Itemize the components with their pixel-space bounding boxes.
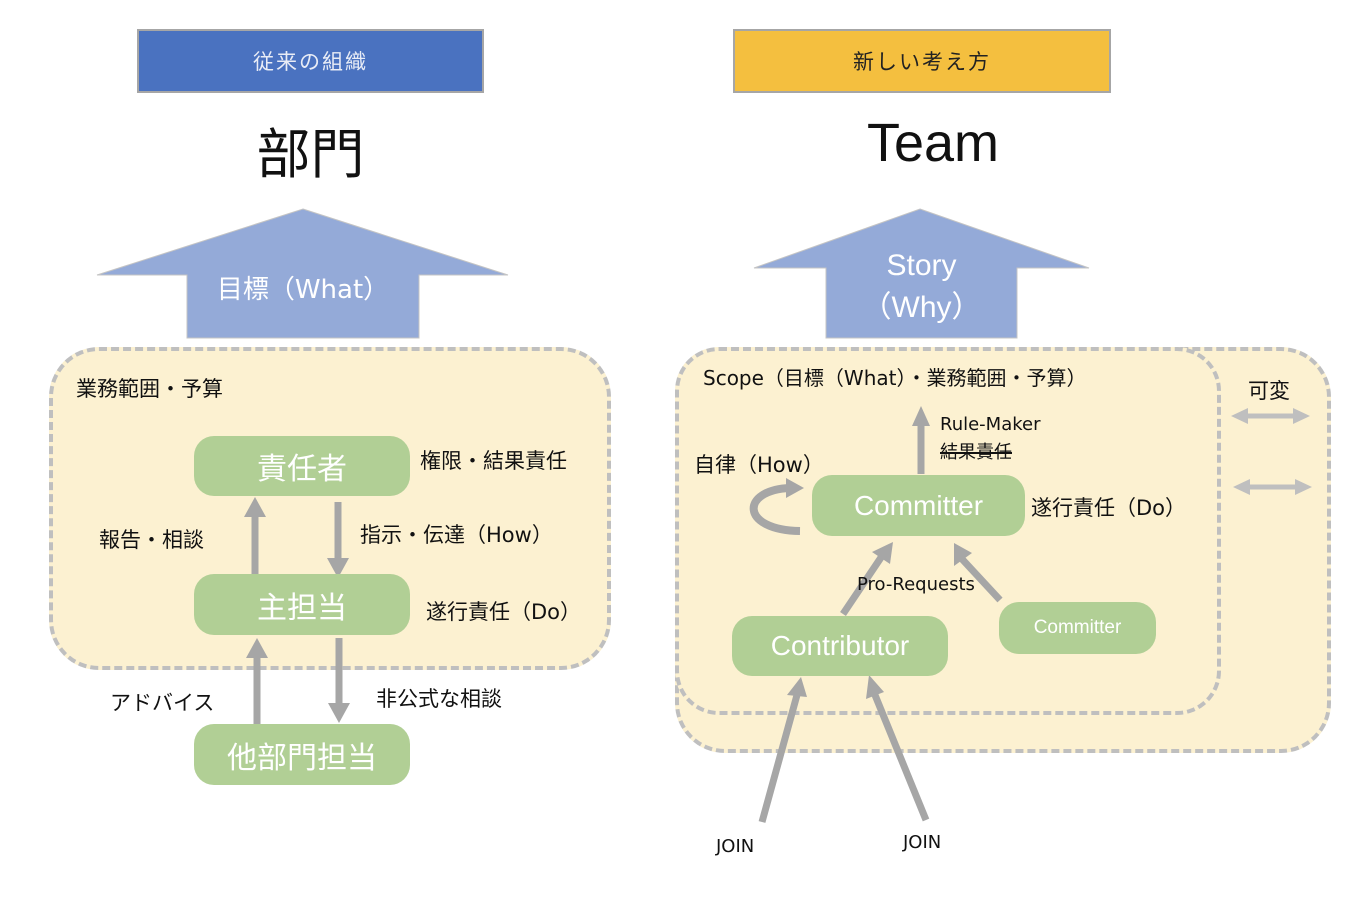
- informal-label: 非公式な相談: [376, 687, 502, 711]
- right-header: 新しい考え方: [733, 29, 1111, 93]
- instruct-label: 指示・伝達（How）: [360, 523, 553, 547]
- node-other-dept: 他部門担当: [194, 724, 410, 785]
- left-header-text: 従来の組織: [253, 50, 368, 74]
- node-manager-text: 責任者: [257, 452, 347, 487]
- node-contributor-text: Contributor: [770, 630, 910, 661]
- node-main-owner-text: 主担当: [257, 590, 347, 626]
- authority-label: 権限・結果責任: [420, 449, 567, 473]
- join-arrow-2: [871, 693, 930, 822]
- story-arrow-label-2: （Why）: [861, 291, 982, 324]
- node-contributor: Contributor: [732, 616, 948, 676]
- advice-label: アドバイス: [110, 691, 215, 715]
- right-title: Team: [866, 113, 1000, 173]
- pro-request-arrow-2: [959, 556, 1003, 603]
- goal-arrow-label: 目標（What）: [216, 275, 390, 305]
- node-main-owner: 主担当: [194, 574, 410, 635]
- node-other-dept-text: 他部門担当: [227, 740, 377, 776]
- goal-arrow-left: [96, 208, 509, 339]
- pro-request-arrow-1: [840, 554, 885, 616]
- node-committer-secondary-text: Committer: [1033, 617, 1122, 638]
- story-arrow-label-1: Story: [886, 249, 957, 282]
- left-title: 部門: [256, 123, 365, 186]
- node-committer-secondary: Committer: [999, 602, 1156, 654]
- join-label-1: JOIN: [716, 836, 755, 857]
- report-label: 報告・相談: [99, 528, 204, 552]
- story-arrow-right: [753, 208, 1090, 339]
- autonomy-loop-arrow: [749, 484, 801, 535]
- left-scope-label: 業務範囲・予算: [76, 377, 223, 401]
- result-responsibility-struck-label: 結果責任: [940, 442, 1012, 463]
- autonomy-label: 自律（How）: [694, 453, 824, 477]
- right-scope-label: Scope（目標（What）・業務範囲・予算）: [703, 366, 1087, 390]
- left-header: 従来の組織: [137, 29, 484, 93]
- node-committer-main: Committer: [812, 475, 1025, 536]
- execution-label-right: 遂行責任（Do）: [1031, 496, 1187, 520]
- join-arrow-1: [758, 694, 801, 823]
- right-header-text: 新しい考え方: [853, 50, 991, 74]
- variable-label: 可変: [1248, 379, 1290, 403]
- node-manager: 責任者: [194, 436, 410, 496]
- node-committer-main-text: Committer: [853, 489, 984, 521]
- pro-requests-label: Pro-Requests: [857, 574, 975, 595]
- rule-maker-label: Rule-Maker: [940, 414, 1041, 435]
- join-label-2: JOIN: [903, 832, 942, 853]
- execution-label-left: 遂行責任（Do）: [426, 600, 582, 624]
